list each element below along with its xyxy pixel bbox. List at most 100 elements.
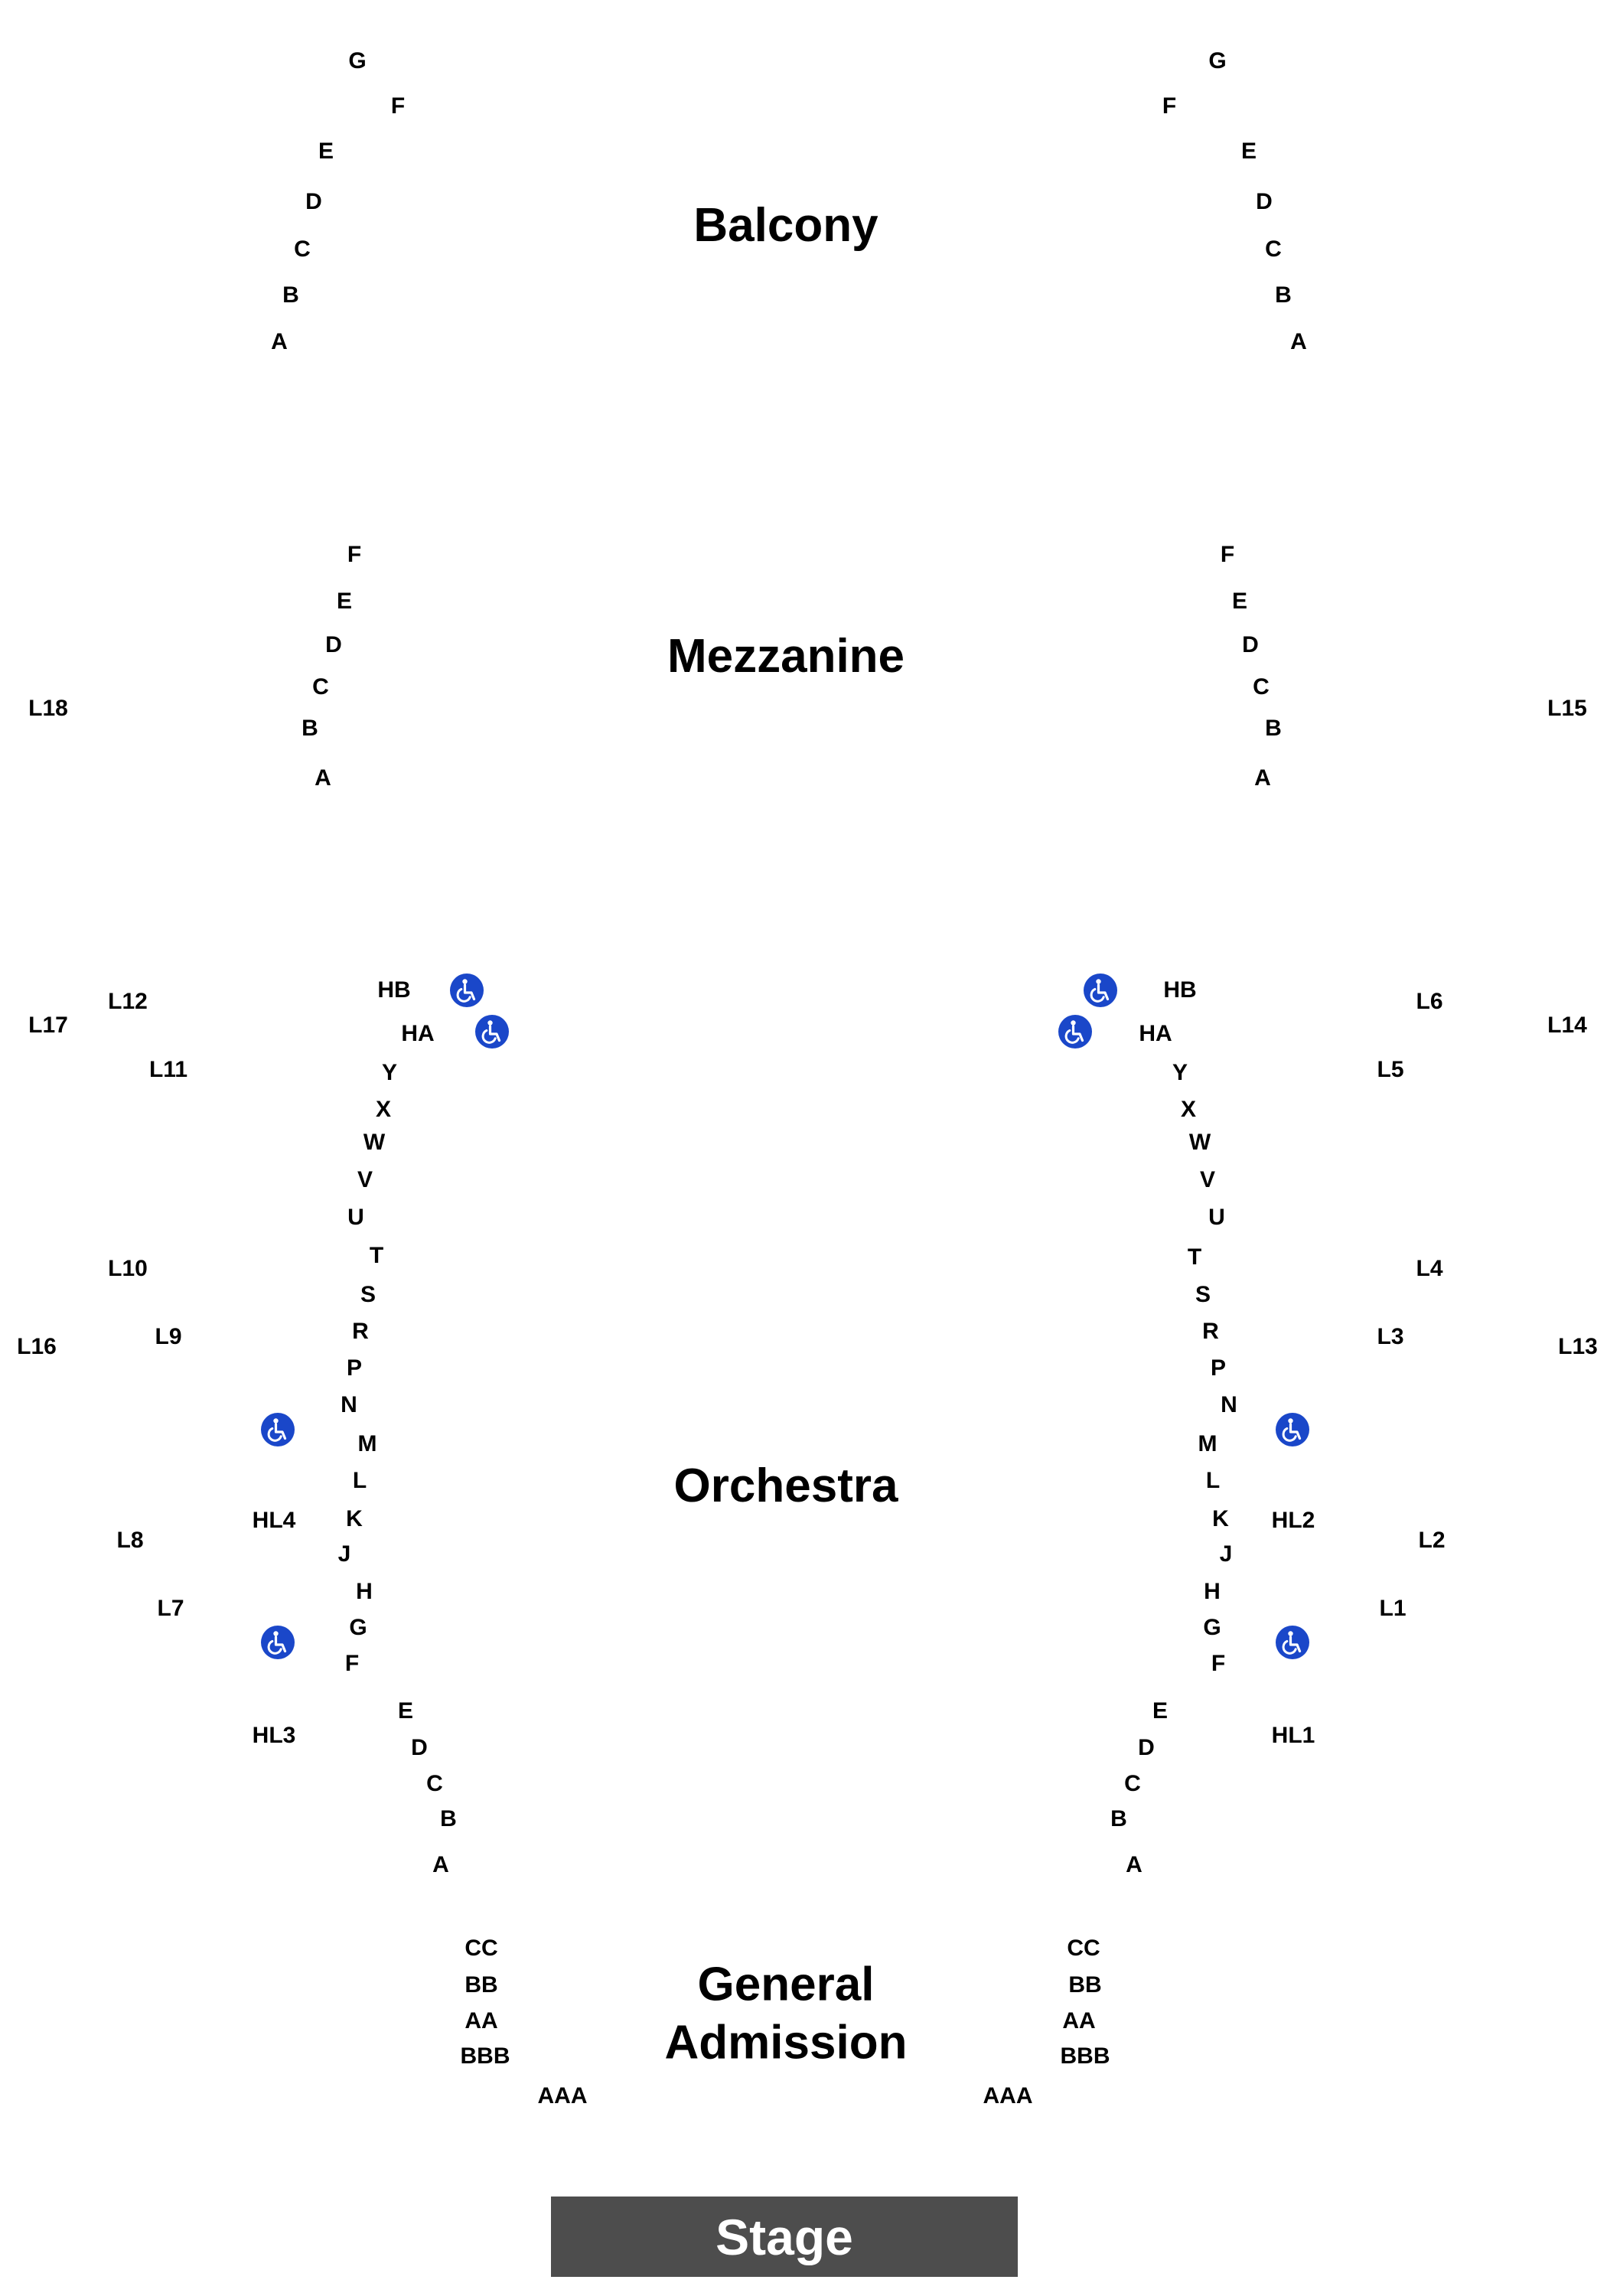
row-label-orchestra-right-x: X (1180, 1097, 1197, 1122)
loge-label-left-mid-l11: L11 (148, 1057, 188, 1082)
row-label-orchestra-right-k: K (1212, 1506, 1229, 1531)
row-label-orchestra-right-n: N (1221, 1392, 1237, 1417)
row-label-orchestra-left-d: D (411, 1735, 428, 1760)
loge-label-left-mid-l12: L12 (108, 989, 148, 1014)
row-label-orchestra-left-y: Y (381, 1060, 398, 1085)
row-label-balcony-right-f: F (1162, 93, 1177, 119)
row-label-orchestra-right-l: L (1205, 1468, 1221, 1493)
row-label-orchestra-left-j: J (337, 1541, 351, 1567)
row-label-ga-right-bb: BB (1068, 1972, 1102, 1998)
row-label-balcony-right-d: D (1256, 189, 1273, 214)
stage: Stage (551, 2197, 1018, 2277)
row-label-orchestra-left-hb: HB (377, 977, 411, 1003)
row-label-balcony-left-c: C (294, 236, 311, 262)
row-label-orchestra-left-b: B (440, 1806, 457, 1831)
row-label-orchestra-right-u: U (1208, 1205, 1225, 1230)
loge-label-right-outer-l14: L14 (1547, 1013, 1587, 1038)
wheelchair-icon (475, 1015, 509, 1049)
row-label-orchestra-left-x: X (375, 1097, 392, 1122)
loge-label-left-outer-l16: L16 (17, 1334, 57, 1359)
row-label-orchestra-left-v: V (357, 1167, 373, 1192)
row-label-orchestra-right-w: W (1188, 1130, 1211, 1155)
loge-label-right-mid-l4: L4 (1416, 1256, 1443, 1281)
row-label-orchestra-right-ha: HA (1139, 1021, 1172, 1046)
row-label-ga-right-cc: CC (1067, 1936, 1100, 1961)
loge-label-left-house-hl3: HL3 (252, 1723, 296, 1748)
row-label-orchestra-left-f: F (344, 1651, 360, 1676)
wheelchair-icon (1276, 1626, 1309, 1659)
row-label-orchestra-right-m: M (1198, 1431, 1217, 1456)
loge-label-left-mid-l7: L7 (157, 1596, 184, 1621)
row-label-orchestra-right-g: G (1203, 1615, 1221, 1640)
loge-label-left-house-hl4: HL4 (252, 1508, 296, 1533)
row-label-orchestra-left-h: H (356, 1579, 373, 1604)
row-label-mezzanine-right-a: A (1254, 765, 1271, 791)
row-label-orchestra-right-p: P (1210, 1355, 1227, 1381)
loge-label-left-mid-l10: L10 (108, 1256, 148, 1281)
row-label-balcony-right-g: G (1208, 48, 1227, 73)
row-label-mezzanine-right-d: D (1242, 632, 1259, 657)
loge-label-right-outer-l13: L13 (1558, 1334, 1598, 1359)
row-label-orchestra-left-w: W (363, 1130, 386, 1155)
row-label-mezzanine-left-f: F (347, 542, 362, 567)
row-label-orchestra-right-t: T (1187, 1244, 1202, 1270)
row-label-orchestra-right-s: S (1195, 1282, 1211, 1307)
row-label-orchestra-left-s: S (360, 1282, 376, 1307)
row-label-orchestra-left-r: R (352, 1319, 369, 1344)
row-label-mezzanine-left-c: C (312, 674, 329, 700)
row-label-orchestra-right-hb: HB (1163, 977, 1197, 1003)
row-label-ga-right-aa: AA (1062, 2008, 1096, 2033)
row-label-balcony-left-f: F (390, 93, 406, 119)
row-label-orchestra-left-n: N (341, 1392, 357, 1417)
row-label-ga-left-bb: BB (464, 1972, 498, 1998)
row-label-orchestra-left-m: M (357, 1431, 377, 1456)
row-label-orchestra-left-e: E (397, 1698, 414, 1724)
row-label-orchestra-left-u: U (347, 1205, 364, 1230)
row-label-mezzanine-right-f: F (1220, 542, 1235, 567)
wheelchair-icon (450, 974, 484, 1007)
row-label-orchestra-right-v: V (1199, 1167, 1216, 1192)
row-label-orchestra-left-c: C (426, 1771, 443, 1796)
row-label-orchestra-left-p: P (346, 1355, 363, 1381)
row-label-mezzanine-left-a: A (315, 765, 331, 791)
row-label-mezzanine-left-d: D (325, 632, 342, 657)
wheelchair-icon (1276, 1413, 1309, 1446)
loge-label-left-mid-l8: L8 (116, 1528, 144, 1553)
loge-label-left-outer-l18: L18 (28, 696, 68, 721)
row-label-ga-right-aaa: AAA (983, 2083, 1033, 2108)
row-label-mezzanine-left-e: E (336, 589, 353, 614)
row-label-orchestra-left-a: A (432, 1852, 449, 1877)
loge-label-left-mid-l9: L9 (155, 1324, 182, 1349)
row-label-ga-left-aaa: AAA (537, 2083, 588, 2108)
wheelchair-icon (1084, 974, 1117, 1007)
loge-label-right-mid-l6: L6 (1416, 989, 1443, 1014)
loge-label-right-house-hl1: HL1 (1271, 1723, 1315, 1748)
row-label-balcony-right-b: B (1275, 282, 1292, 308)
row-label-orchestra-right-a: A (1126, 1852, 1143, 1877)
row-label-balcony-left-d: D (305, 189, 322, 214)
wheelchair-icon (261, 1626, 295, 1659)
row-label-orchestra-right-h: H (1204, 1579, 1221, 1604)
row-label-ga-right-bbb: BBB (1060, 2043, 1110, 2069)
loge-label-right-outer-l15: L15 (1547, 696, 1587, 721)
loge-label-right-mid-l1: L1 (1379, 1596, 1407, 1621)
row-label-orchestra-right-e: E (1152, 1698, 1169, 1724)
row-label-mezzanine-right-c: C (1253, 674, 1270, 700)
row-label-mezzanine-right-b: B (1265, 716, 1282, 741)
row-label-orchestra-left-ha: HA (401, 1021, 435, 1046)
row-label-mezzanine-right-e: E (1231, 589, 1248, 614)
loge-label-right-mid-l3: L3 (1377, 1324, 1404, 1349)
row-label-balcony-right-c: C (1265, 236, 1282, 262)
row-label-orchestra-right-d: D (1138, 1735, 1155, 1760)
row-label-mezzanine-left-b: B (302, 716, 318, 741)
wheelchair-icon (261, 1413, 295, 1446)
row-label-orchestra-left-l: L (352, 1468, 367, 1493)
row-label-orchestra-left-t: T (369, 1243, 384, 1268)
row-label-ga-left-cc: CC (464, 1936, 498, 1961)
row-label-orchestra-left-k: K (346, 1506, 363, 1531)
row-label-ga-left-bbb: BBB (460, 2043, 510, 2069)
row-label-orchestra-right-y: Y (1172, 1060, 1188, 1085)
row-label-balcony-right-a: A (1290, 329, 1307, 354)
row-label-orchestra-right-b: B (1110, 1806, 1127, 1831)
